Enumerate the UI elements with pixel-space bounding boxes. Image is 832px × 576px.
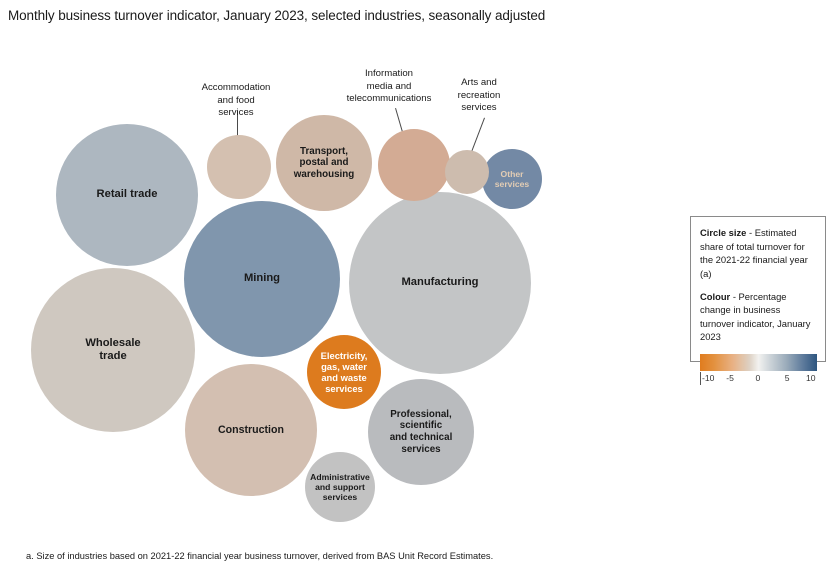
- legend-colour-text: - Percentage change in business turnover…: [700, 290, 811, 343]
- bubble-mining[interactable]: Mining: [184, 201, 340, 357]
- legend-colour-description: Colour - Percentage change in business t…: [700, 290, 816, 345]
- bubble-retail-trade[interactable]: Retail trade: [56, 124, 198, 266]
- bubble-accommodation-and-food-services[interactable]: [207, 135, 271, 199]
- bubble-electricity-gas-water-and-waste-services[interactable]: Electricity, gas, water and waste servic…: [307, 335, 381, 409]
- bubble-label: Professional, scientific and technical s…: [389, 408, 453, 455]
- legend-colour-title: Colour: [700, 290, 731, 302]
- bubble-arts-and-recreation-services[interactable]: [445, 150, 489, 194]
- footnote: a. Size of industries based on 2021-22 f…: [26, 551, 494, 561]
- bubble-external-label: Accommodation and food services: [201, 82, 271, 119]
- bubble-label: Mining: [243, 272, 281, 285]
- bubble-transport-postal-and-warehousing[interactable]: Transport, postal and warehousing: [276, 115, 372, 211]
- legend-gradient-bar: [700, 354, 817, 371]
- bubble-other-services[interactable]: Other services: [482, 149, 542, 209]
- bubble-label: Wholesale trade: [85, 336, 141, 362]
- legend-tick-neg5: -5: [726, 373, 734, 383]
- page-title: Monthly business turnover indicator, Jan…: [8, 8, 546, 23]
- legend-size-text: - Estimated share of total turnover for …: [700, 227, 808, 279]
- bubble-administrative-and-support-services[interactable]: Administrative and support services: [305, 452, 375, 522]
- bubble-label: Transport, postal and warehousing: [293, 145, 355, 180]
- legend-size-title: Circle size: [700, 227, 747, 238]
- bubble-professional-scientific-and-technical-services[interactable]: Professional, scientific and technical s…: [368, 379, 474, 485]
- bubble-label: Electricity, gas, water and waste servic…: [320, 349, 368, 395]
- bubble-label: Construction: [218, 423, 284, 436]
- legend: Circle size - Estimated share of total t…: [690, 216, 826, 385]
- bubble-external-label: Information media and telecommunications: [346, 68, 432, 105]
- bubble-construction[interactable]: Construction: [185, 364, 317, 496]
- bubble-wholesale-trade[interactable]: Wholesale trade: [31, 268, 195, 432]
- bubble-information-media-and-telecommunications[interactable]: [378, 129, 450, 201]
- bubble-label: Manufacturing: [401, 276, 479, 289]
- legend-tick-5: 5: [784, 373, 790, 383]
- legend-tick-10: 10: [806, 373, 816, 383]
- legend-tick-neg10: -10: [702, 373, 715, 383]
- bubble-label: Administrative and support services: [310, 471, 370, 503]
- bubble-label: Other services: [494, 168, 530, 189]
- legend-tick-labels: -10 -5 0 5 10: [700, 372, 818, 385]
- bubble-manufacturing[interactable]: Manufacturing: [349, 192, 531, 374]
- bubble-label: Retail trade: [96, 188, 158, 201]
- bubble-external-label: Arts and recreation services: [457, 77, 501, 114]
- legend-tick-0: 0: [755, 373, 761, 383]
- legend-size-description: Circle size - Estimated share of total t…: [700, 226, 816, 281]
